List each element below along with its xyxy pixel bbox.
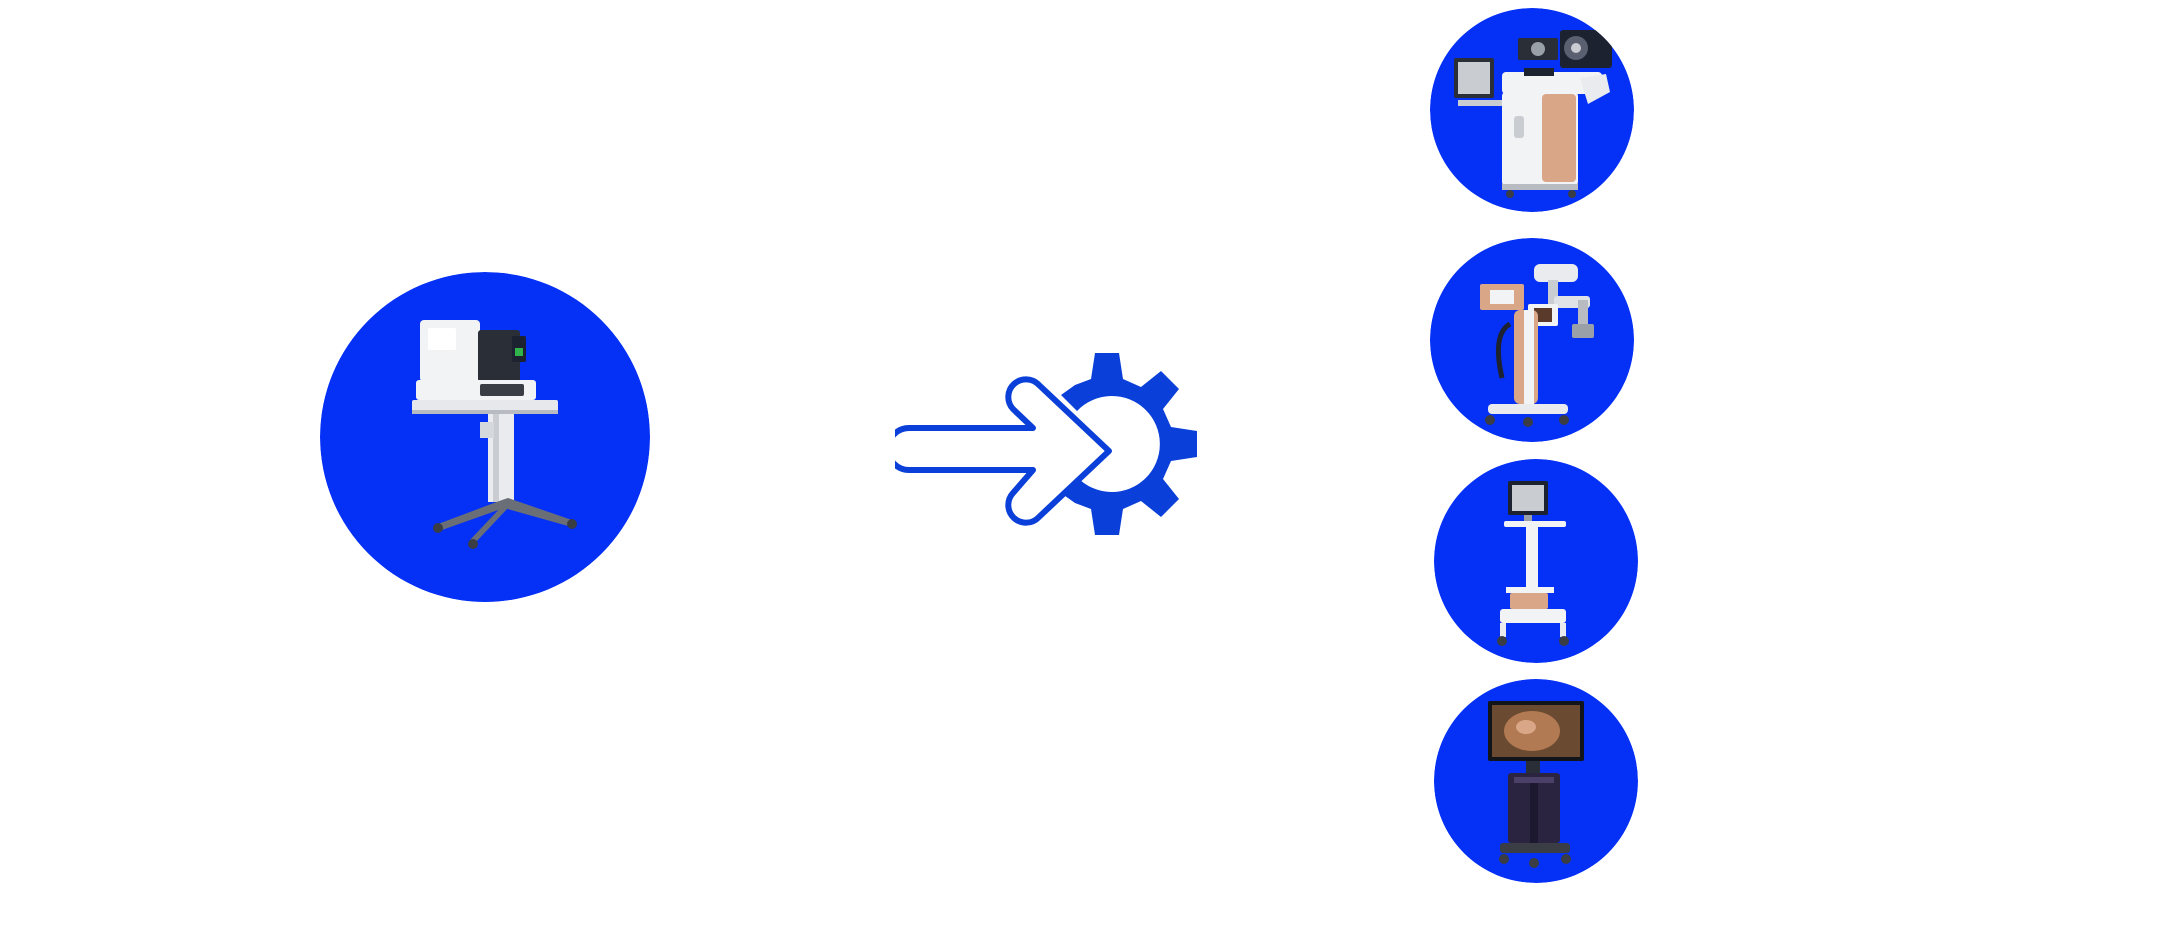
target-device-node	[1430, 8, 1634, 212]
monitor-cart-icon	[1434, 459, 1638, 663]
surgical-microscope-icon	[1430, 238, 1634, 442]
process-arrow-gear-icon	[895, 353, 1197, 535]
source-device-node	[320, 272, 650, 602]
target-device-node	[1434, 679, 1638, 883]
target-device-node	[1434, 459, 1638, 663]
display-tower-icon	[1434, 679, 1638, 883]
ophthalmic-station-icon	[320, 272, 650, 602]
target-device-node	[1430, 238, 1634, 442]
surgical-console-icon	[1430, 8, 1634, 212]
gear-icon	[1061, 353, 1197, 535]
arrow-right-outline-icon	[895, 376, 1112, 526]
